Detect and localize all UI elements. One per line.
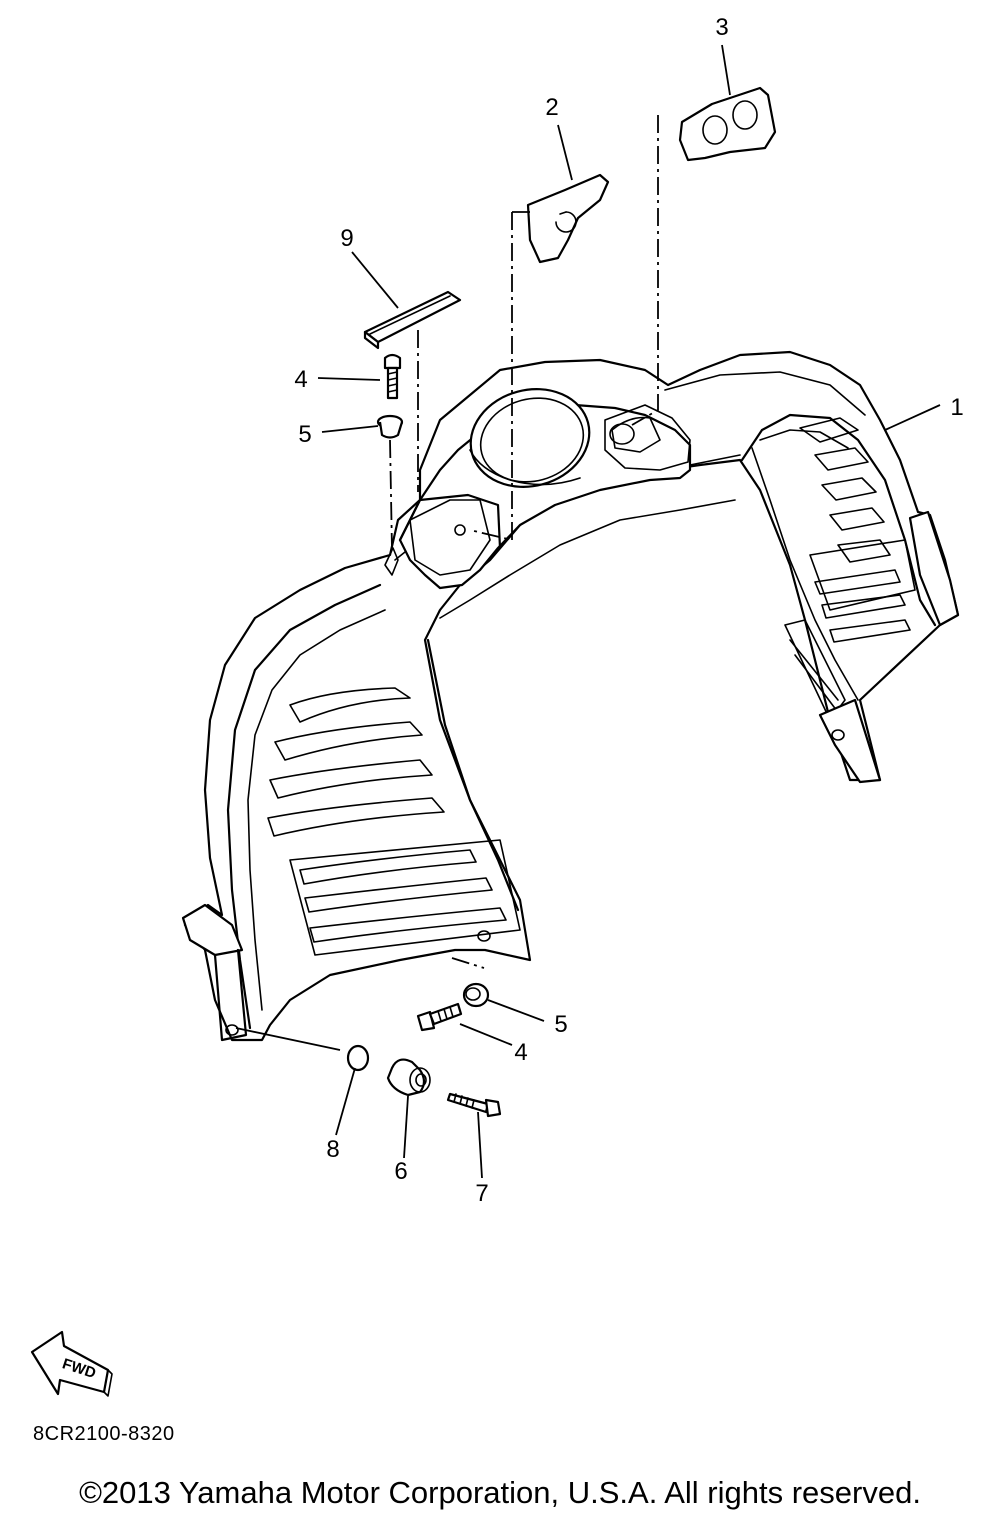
- assembly-lines: [235, 115, 659, 1051]
- fwd-arrow-icon: FWD: [30, 1330, 113, 1397]
- callout-1: 1: [950, 394, 964, 421]
- part-3-decal: [678, 86, 777, 162]
- callout-8: 8: [326, 1136, 340, 1163]
- part-9-gasket-strip: [363, 290, 462, 350]
- top-screw-4: [383, 353, 402, 400]
- callout-6: 6: [394, 1158, 408, 1185]
- callout-3: 3: [715, 14, 729, 41]
- part-2-plate: [526, 173, 610, 264]
- washer-8: [346, 1044, 370, 1072]
- bolt-7: [446, 1092, 502, 1118]
- copyright-notice: ©2013 Yamaha Motor Corporation, U.S.A. A…: [79, 1475, 921, 1510]
- callout-4-top: 4: [294, 366, 308, 393]
- top-grommet-5: [376, 414, 404, 439]
- callout-5-bottom: 5: [554, 1011, 568, 1038]
- part-1-shroud: [181, 350, 960, 1042]
- diagram-part-number: 8CR2100-8320: [33, 1423, 175, 1445]
- leader-lines: [317, 44, 941, 1179]
- callout-9: 9: [340, 225, 354, 252]
- collar-6: [386, 1058, 431, 1097]
- callout-7: 7: [475, 1180, 489, 1207]
- bottom-grommet-5: [462, 982, 490, 1008]
- bottom-screw-4: [416, 1002, 463, 1032]
- callout-5-top: 5: [298, 421, 312, 448]
- callout-4-bottom: 4: [514, 1039, 528, 1066]
- callout-2: 2: [545, 94, 559, 121]
